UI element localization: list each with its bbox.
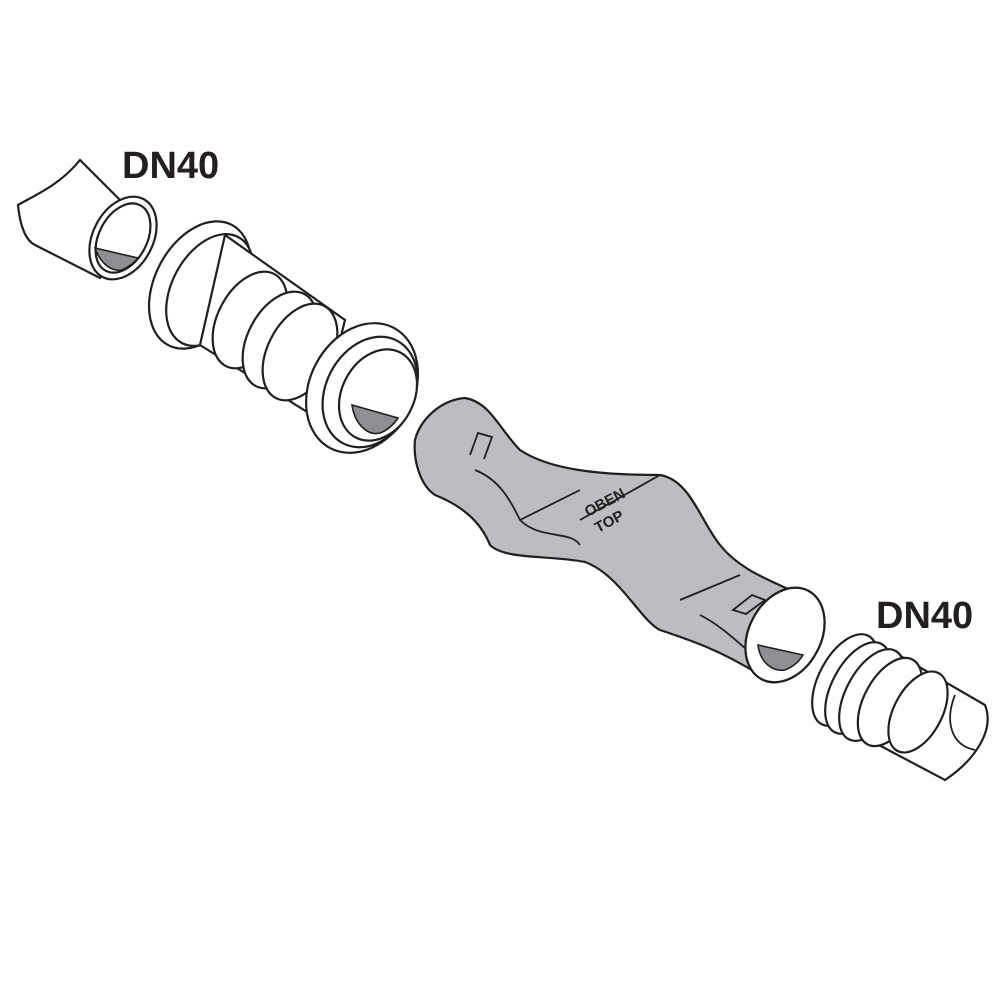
coupler-fitting (147, 220, 420, 454)
left-pipe (16, 158, 158, 281)
right-pipe-size-label: DN40 (876, 595, 974, 637)
offset-bend-fitting: OBEN TOP (413, 396, 826, 684)
left-pipe-size-label: DN40 (122, 145, 220, 187)
right-pipe (811, 633, 989, 782)
